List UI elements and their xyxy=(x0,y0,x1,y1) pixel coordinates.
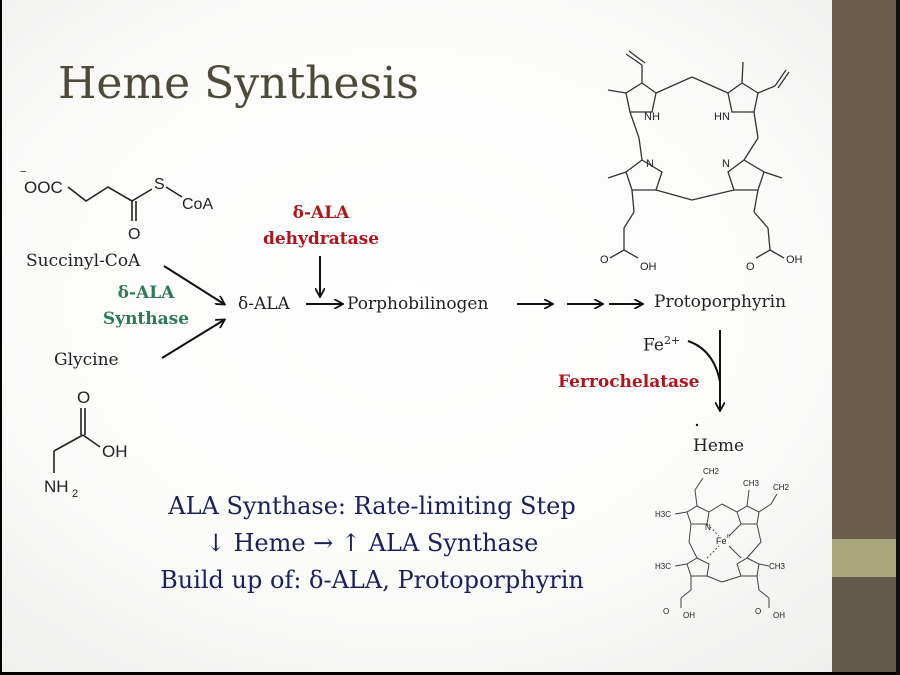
heme-n-label: N xyxy=(705,523,711,532)
heme-h3c-left: H3C xyxy=(655,510,671,519)
protoporphyrin-structure: NH HN N N O OH O OH xyxy=(600,50,803,273)
decorative-sidebar xyxy=(832,0,898,672)
glycine-label: Glycine xyxy=(54,350,119,370)
iron-label: Fe2+ xyxy=(643,334,680,356)
delta-ala-label: δ-ALA xyxy=(238,294,290,314)
heme-h3c-lower-left: H3C xyxy=(655,562,671,571)
heme-o-left: O xyxy=(663,607,669,616)
heme-structure: CH2 CH3 CH2 H3C H3C CH3 Fe II N O OH O O… xyxy=(655,467,790,620)
summary-line-1: ALA Synthase: Rate-limiting Step xyxy=(168,492,576,520)
protoporphyrin-label: Protoporphyrin xyxy=(654,292,787,312)
carbonyl-oxygen: O xyxy=(128,226,140,243)
heme-label: Heme xyxy=(693,436,745,456)
heme-fe: Fe xyxy=(716,536,727,546)
heme-ch3-lower-right: CH3 xyxy=(769,562,786,571)
oh-left-label: OH xyxy=(640,261,657,273)
ala-synthase-label-line1: δ-ALA xyxy=(117,283,175,303)
nh-left-label: NH xyxy=(644,111,660,123)
iron-symbol: Fe xyxy=(643,335,664,356)
iron-charge: 2+ xyxy=(663,334,681,347)
n-left-label: N xyxy=(646,158,654,170)
glycine-amine: NH xyxy=(44,477,69,496)
slide-title: Heme Synthesis xyxy=(58,58,419,109)
heme-oh-right: OH xyxy=(773,611,785,620)
heme-ch2-top: CH2 xyxy=(703,467,720,476)
summary-line-2: ↓ Heme → ↑ ALA Synthase xyxy=(205,529,539,557)
succinyl-coa-structure: − OOC O S CoA xyxy=(20,166,213,243)
carboxylate-label: OOC xyxy=(24,178,63,197)
heme-fe-oxidation: II xyxy=(727,534,730,540)
ferrochelatase-label: Ferrochelatase xyxy=(558,372,700,392)
oh-right-label: OH xyxy=(786,254,803,266)
dehydratase-label-line1: δ-ALA xyxy=(292,203,350,223)
glycine-oxygen: O xyxy=(77,388,90,407)
succinyl-coa-label: Succinyl-CoA xyxy=(26,251,141,271)
sidebar-accent-band xyxy=(832,539,898,577)
heme-ch3-top: CH3 xyxy=(743,479,760,488)
heme-oh-left: OH xyxy=(683,611,695,620)
sulfur-label: S xyxy=(154,176,165,193)
iron-incorporation-curve xyxy=(687,340,721,383)
dehydratase-label-line2: dehydratase xyxy=(262,229,380,249)
summary-line-3: Build up of: δ-ALA, Protoporphyrin xyxy=(160,566,584,594)
glycine-structure: O OH NH 2 xyxy=(44,388,128,500)
glycine-amine-subscript: 2 xyxy=(72,488,78,500)
n-right-label: N xyxy=(722,158,730,170)
coa-label: CoA xyxy=(182,196,213,213)
o-left-label: O xyxy=(600,254,609,266)
nh-right-label: HN xyxy=(714,111,730,123)
heme-o-right: O xyxy=(755,607,761,616)
window-edge xyxy=(896,0,900,675)
heme-ch2-right: CH2 xyxy=(773,483,790,492)
succinyl-arrow xyxy=(163,265,224,304)
sidebar-lower-band xyxy=(832,577,898,672)
porphobilinogen-label: Porphobilinogen xyxy=(347,294,489,314)
glycine-hydroxyl: OH xyxy=(102,442,128,461)
o-right-label: O xyxy=(746,261,755,273)
ala-synthase-label-line2: Synthase xyxy=(102,309,190,329)
carboxylate-charge: − xyxy=(20,166,26,178)
glycine-arrow xyxy=(161,320,224,359)
